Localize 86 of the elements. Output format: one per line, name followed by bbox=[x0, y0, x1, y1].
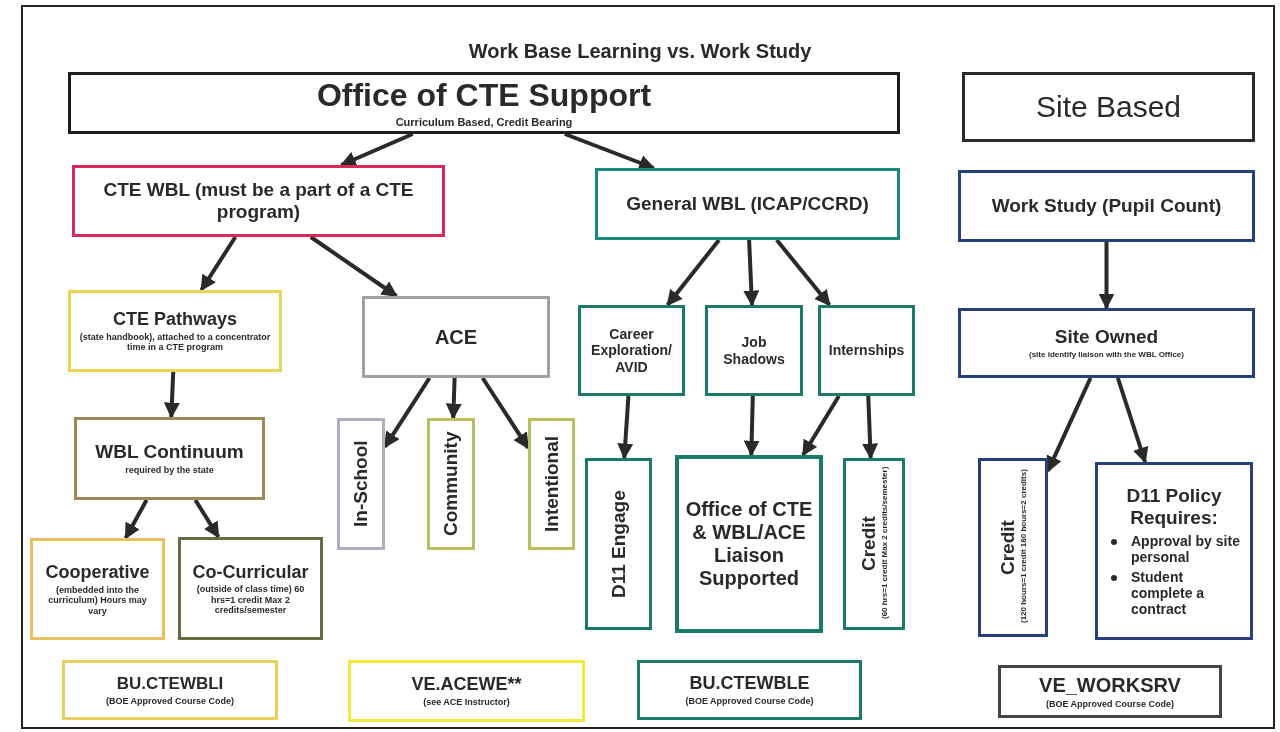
node-title: Site Owned bbox=[1054, 326, 1159, 349]
arrow bbox=[862, 395, 879, 460]
node-title: D11 Policy Requires: bbox=[1125, 484, 1223, 529]
process-box bbox=[637, 660, 862, 720]
node-title: In-School bbox=[350, 439, 372, 530]
arrow bbox=[1115, 377, 1149, 464]
node-title: ACE bbox=[434, 325, 478, 349]
process-box bbox=[72, 165, 445, 237]
arrow bbox=[1098, 242, 1115, 310]
node-title: CTE WBL (must be a part of a CTE program) bbox=[102, 179, 415, 223]
node-note: (embedded into the curriculum) Hours may vary bbox=[47, 584, 148, 616]
node-title: General WBL (ICAP/CCRD) bbox=[626, 193, 869, 215]
diagram-title: Work Base Learning vs. Work Study bbox=[467, 40, 813, 63]
process-box bbox=[528, 418, 575, 550]
node-title: Internships bbox=[828, 342, 905, 359]
process-box bbox=[998, 665, 1222, 718]
node-note: required by the state bbox=[125, 465, 214, 476]
node-title: Career Exploration/ AVID bbox=[590, 326, 673, 375]
arrow bbox=[199, 235, 238, 292]
node-title: Cooperative bbox=[45, 562, 150, 583]
node-title: VE.ACEWE** bbox=[411, 674, 522, 696]
arrow bbox=[123, 499, 149, 540]
node-note: (BOE Approved Course Code) bbox=[1045, 698, 1175, 710]
node-title: Work Study (Pupil Count) bbox=[991, 195, 1222, 217]
bullet-item: Approval by site personal bbox=[1131, 532, 1241, 565]
node-title: Credit bbox=[858, 515, 881, 574]
process-box bbox=[962, 72, 1255, 142]
process-box bbox=[427, 418, 475, 550]
node-title: Office of CTE & WBL/ACE Liaison Supported bbox=[684, 498, 814, 590]
node-title: CTE Pathways bbox=[112, 309, 237, 330]
node-title: Intentional bbox=[540, 434, 563, 535]
node-title: Office of CTE Support bbox=[316, 77, 652, 115]
node-note: (see ACE Instructor) bbox=[423, 697, 510, 708]
process-box bbox=[675, 455, 823, 633]
process-box bbox=[958, 170, 1255, 242]
process-box bbox=[595, 168, 900, 240]
arrow bbox=[665, 238, 721, 307]
node-title: WBL Continuum bbox=[95, 441, 244, 464]
arrow bbox=[743, 395, 760, 457]
arrow bbox=[775, 238, 832, 307]
node-note: Curriculum Based, Credit Bearing bbox=[395, 116, 573, 129]
node-note: (BOE Approved Course Code) bbox=[105, 695, 235, 706]
node-title: VE_WORKSRV bbox=[1039, 673, 1181, 697]
arrow bbox=[163, 371, 180, 419]
arrow bbox=[743, 239, 760, 307]
arrow bbox=[193, 498, 221, 539]
node-note: (site identify liaison with the WBL Office) bbox=[1029, 350, 1184, 360]
process-box bbox=[578, 305, 685, 396]
process-box bbox=[68, 72, 900, 134]
node-title: Job Shadows bbox=[722, 334, 786, 367]
node-title: Credit bbox=[997, 519, 1020, 577]
process-box bbox=[818, 305, 915, 396]
node-title: Site Based bbox=[1035, 89, 1182, 125]
node-title: BU.CTEWBLE bbox=[689, 673, 810, 695]
process-box bbox=[74, 417, 265, 500]
process-box bbox=[30, 538, 165, 640]
bullet-item: Student complete a contract bbox=[1131, 568, 1206, 618]
node-note: (60 hrs=1 credit Max 2 credits/semester) bbox=[880, 465, 890, 622]
arrow bbox=[383, 376, 432, 449]
node-note: (outside of class time) 60 hrs=1 credit Max 2 credits/semester bbox=[195, 584, 306, 616]
node-note: (state handbook), attached to a concentrator time in a CTE program bbox=[78, 332, 272, 353]
process-box bbox=[178, 537, 323, 640]
process-box bbox=[362, 296, 550, 378]
arrow bbox=[309, 235, 398, 298]
process-box bbox=[68, 290, 282, 372]
arrow bbox=[339, 132, 414, 167]
process-box bbox=[843, 458, 905, 630]
arrow bbox=[445, 377, 462, 420]
process-box bbox=[705, 305, 803, 396]
node-title: D11 Engage bbox=[607, 489, 630, 600]
arrow bbox=[480, 376, 530, 450]
node-note: (120 hours=1 credit 180 hours=2 credits) bbox=[1019, 468, 1029, 626]
arrow bbox=[617, 395, 634, 460]
process-box bbox=[958, 308, 1255, 378]
node-title: Co-Curricular bbox=[192, 561, 309, 583]
process-box bbox=[62, 660, 278, 720]
arrow bbox=[1046, 377, 1093, 473]
node-title: BU.CTEWBLI bbox=[116, 674, 224, 694]
node-note: (BOE Approved Course Code) bbox=[685, 696, 814, 707]
process-box bbox=[348, 660, 585, 722]
process-box bbox=[978, 458, 1048, 637]
arrow bbox=[801, 394, 841, 457]
process-box bbox=[1095, 462, 1253, 640]
process-box bbox=[337, 418, 385, 550]
process-box bbox=[585, 458, 652, 630]
node-title: Community bbox=[440, 430, 462, 539]
